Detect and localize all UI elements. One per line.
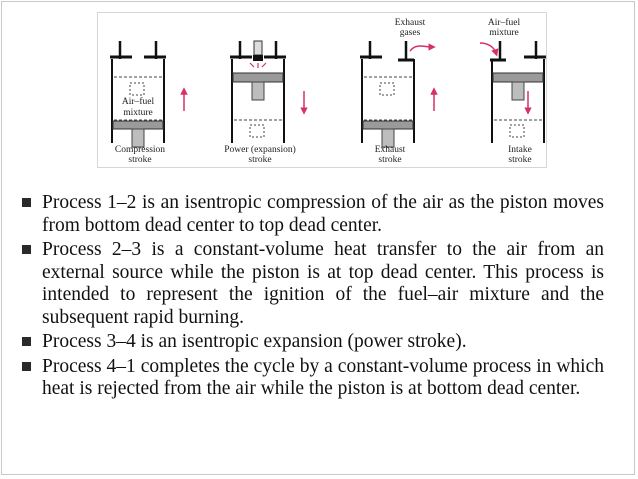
engine-diagram: Air–fuel mixture Exhaust gases Air–fuel … — [110, 17, 546, 165]
process-bullet-list: Process 1–2 is an isentropic compression… — [20, 192, 604, 403]
bullet-square-icon — [22, 361, 31, 371]
stroke-label-intake-line2: stroke — [508, 155, 531, 165]
exhaust-gases-label-line1: Exhaust — [395, 18, 426, 28]
air-fuel-top-label-line2: mixture — [489, 28, 519, 38]
engine-exhaust — [360, 41, 438, 148]
bullet-process-3-4: Process 3–4 is an isentropic expansion (… — [20, 331, 604, 354]
air-fuel-label-line1: Air–fuel — [122, 96, 155, 107]
stroke-label-power-line2: stroke — [248, 155, 271, 165]
bullet-text: Process 3–4 is an isentropic expansion (… — [42, 331, 467, 352]
bullet-process-2-3: Process 2–3 is a constant-volume heat tr… — [20, 239, 604, 329]
stroke-label-intake-line1: Intake — [508, 145, 532, 155]
bullet-text: Process 2–3 is a constant-volume heat tr… — [42, 239, 604, 328]
engine-power — [230, 40, 308, 143]
air-fuel-top-label-line1: Air–fuel — [488, 17, 521, 28]
stroke-label-exhaust-line1: Exhaust — [375, 145, 406, 155]
stroke-label-power-line1: Power (expansion) — [224, 144, 296, 155]
bullet-square-icon — [22, 198, 31, 207]
bullet-process-1-2: Process 1–2 is an isentropic compression… — [20, 192, 604, 237]
bullet-text: Process 1–2 is an isentropic compression… — [42, 192, 604, 236]
air-fuel-label-line2: mixture — [123, 108, 153, 118]
exhaust-gases-label-line2: gases — [400, 28, 421, 38]
stroke-label-exhaust-line2: stroke — [378, 155, 401, 165]
engine-strokes-figure: Air–fuel mixture Exhaust gases Air–fuel … — [97, 12, 547, 168]
engine-compression — [110, 41, 188, 148]
engine-intake — [479, 41, 546, 143]
bullet-square-icon — [22, 245, 31, 254]
stroke-label-compression-line1: Compression — [115, 145, 165, 155]
bullet-process-4-1: Process 4–1 completes the cycle by a con… — [20, 356, 604, 401]
bullet-text: Process 4–1 completes the cycle by a con… — [42, 355, 604, 400]
stroke-label-compression-line2: stroke — [128, 155, 151, 165]
bullet-square-icon — [22, 337, 31, 346]
